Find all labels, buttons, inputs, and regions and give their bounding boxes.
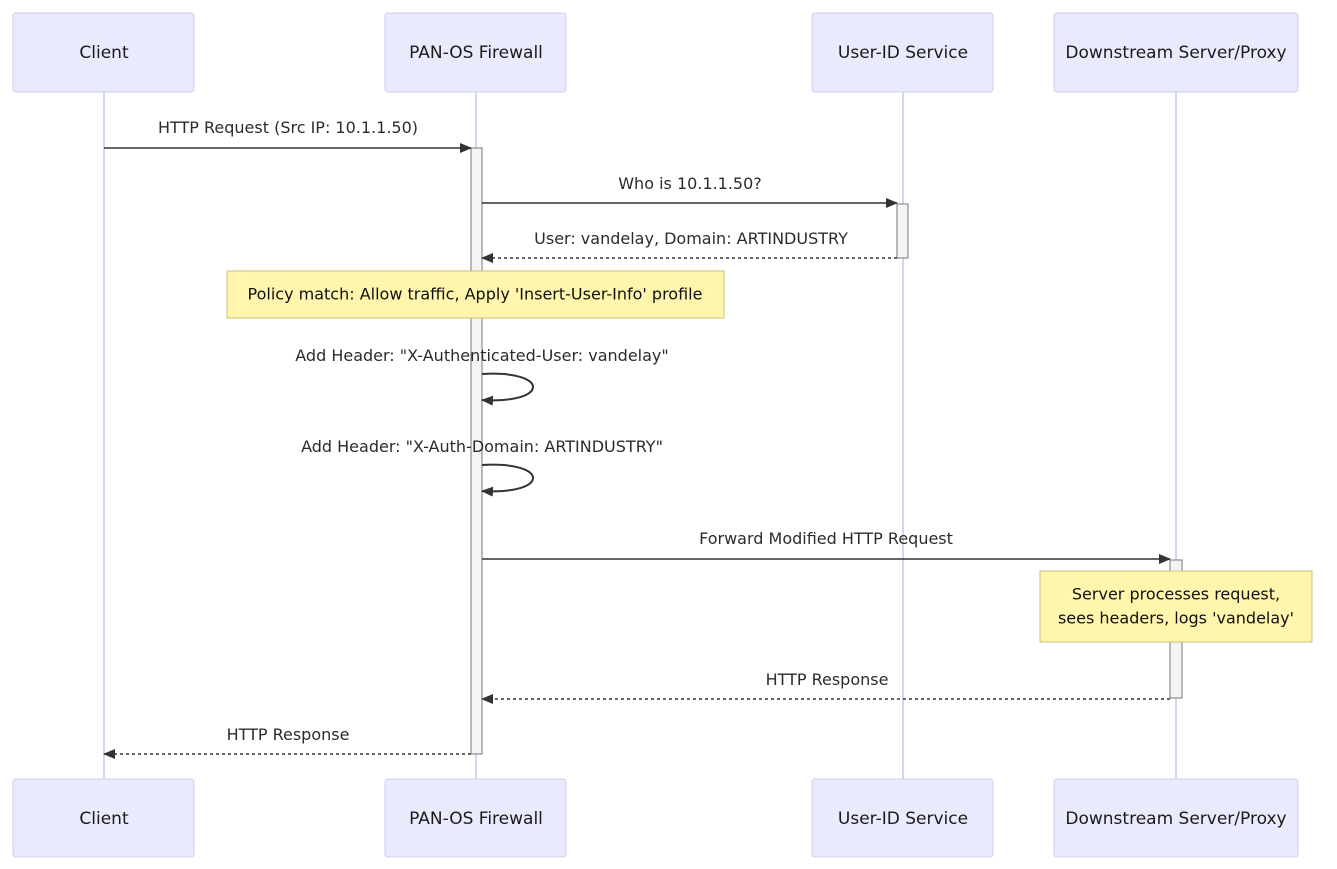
note-policy-match-text: Policy match: Allow traffic, Apply 'Inse…	[248, 285, 703, 304]
message-label-add-domain-header: Add Header: "X-Auth-Domain: ARTINDUSTRY"	[301, 437, 663, 456]
actor-client-label: Client	[79, 809, 129, 829]
actor-firewall-label: PAN-OS Firewall	[409, 809, 543, 829]
message-label-who-is: Who is 10.1.1.50?	[618, 174, 762, 193]
actor-firewall-top: PAN-OS Firewall	[384, 12, 567, 93]
message-label-client-response: HTTP Response	[227, 725, 350, 744]
actor-server-label: Downstream Server/Proxy	[1065, 809, 1286, 829]
actor-userid-label: User-ID Service	[838, 809, 968, 829]
self-loop-add-domain-header	[481, 463, 534, 497]
note-server-processes-line2: sees headers, logs 'vandelay'	[1058, 609, 1294, 628]
message-label-server-response: HTTP Response	[766, 670, 889, 689]
self-loop-add-user-header	[481, 372, 534, 406]
actor-userid-top: User-ID Service	[811, 12, 994, 93]
actor-server-bottom: Downstream Server/Proxy	[1053, 778, 1299, 858]
actor-userid-bottom: User-ID Service	[811, 778, 994, 858]
note-policy-match: Policy match: Allow traffic, Apply 'Inse…	[226, 270, 725, 319]
note-server-processes-line1: Server processes request,	[1072, 585, 1280, 604]
activation-firewall	[470, 147, 483, 755]
message-label-add-user-header: Add Header: "X-Authenticated-User: vande…	[295, 346, 668, 365]
actor-server-label: Downstream Server/Proxy	[1065, 43, 1286, 63]
message-label-user-reply: User: vandelay, Domain: ARTINDUSTRY	[534, 229, 848, 248]
actor-userid-label: User-ID Service	[838, 43, 968, 63]
message-label-forward-request: Forward Modified HTTP Request	[699, 529, 953, 548]
actor-server-top: Downstream Server/Proxy	[1053, 12, 1299, 93]
actor-client-label: Client	[79, 43, 129, 63]
actor-client-bottom: Client	[12, 778, 195, 858]
actor-firewall-bottom: PAN-OS Firewall	[384, 778, 567, 858]
actor-firewall-label: PAN-OS Firewall	[409, 43, 543, 63]
activation-userid	[896, 203, 909, 259]
note-server-processes: Server processes request, sees headers, …	[1039, 570, 1313, 643]
actor-client-top: Client	[12, 12, 195, 93]
message-label-http-request: HTTP Request (Src IP: 10.1.1.50)	[158, 118, 418, 137]
